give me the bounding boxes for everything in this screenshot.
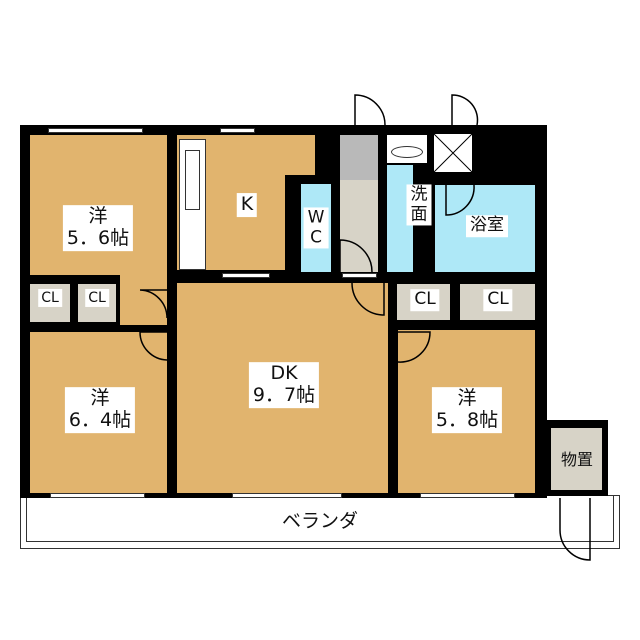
wc-w: W [307, 207, 325, 228]
door-icon [351, 282, 385, 316]
veranda-label: ベランダ [277, 510, 363, 534]
washroom-label: 洗面 [406, 184, 432, 226]
closet-label: CL [38, 288, 62, 308]
room-type: 洋 [88, 205, 108, 228]
room-type: DK [270, 362, 298, 385]
door-icon [339, 239, 373, 273]
sink [185, 150, 200, 210]
entry-door-icon [354, 94, 386, 126]
closet-label: CL [483, 289, 513, 311]
room-size: 5．8帖 [435, 409, 499, 431]
door-icon [139, 331, 168, 361]
window [50, 493, 145, 498]
wc-c: C [310, 227, 322, 247]
wash-1: 洗 [410, 184, 428, 205]
closet-label: CL [410, 289, 440, 311]
kitchen-upper [280, 135, 315, 175]
kitchen-counter [179, 139, 206, 270]
doorway [342, 273, 377, 278]
door-icon [397, 331, 431, 363]
storage-label: 物置 [560, 449, 594, 469]
bathroom-label: 浴室 [466, 215, 508, 237]
western-room-1 [30, 135, 167, 275]
window [220, 128, 255, 133]
kitchen-label: K [236, 193, 258, 217]
room-size: 6．4帖 [68, 409, 132, 431]
wash-2: 面 [410, 204, 428, 224]
room-type: 洋 [90, 387, 110, 410]
door-icon [445, 184, 475, 216]
window [232, 493, 342, 498]
window [48, 128, 143, 133]
entrance-floor [340, 135, 378, 180]
room-size: 5．6帖 [66, 227, 130, 249]
door-icon [139, 289, 168, 319]
veranda-inner [26, 495, 614, 542]
doorway [222, 273, 270, 278]
closet-label: CL [85, 288, 109, 308]
basin-oval [391, 146, 423, 158]
window [420, 493, 515, 498]
storage-door-icon [559, 498, 591, 561]
door-icon [451, 94, 479, 126]
room-size: 9．7帖 [252, 384, 316, 406]
room-type: 洋 [457, 387, 477, 410]
storage [551, 428, 602, 490]
